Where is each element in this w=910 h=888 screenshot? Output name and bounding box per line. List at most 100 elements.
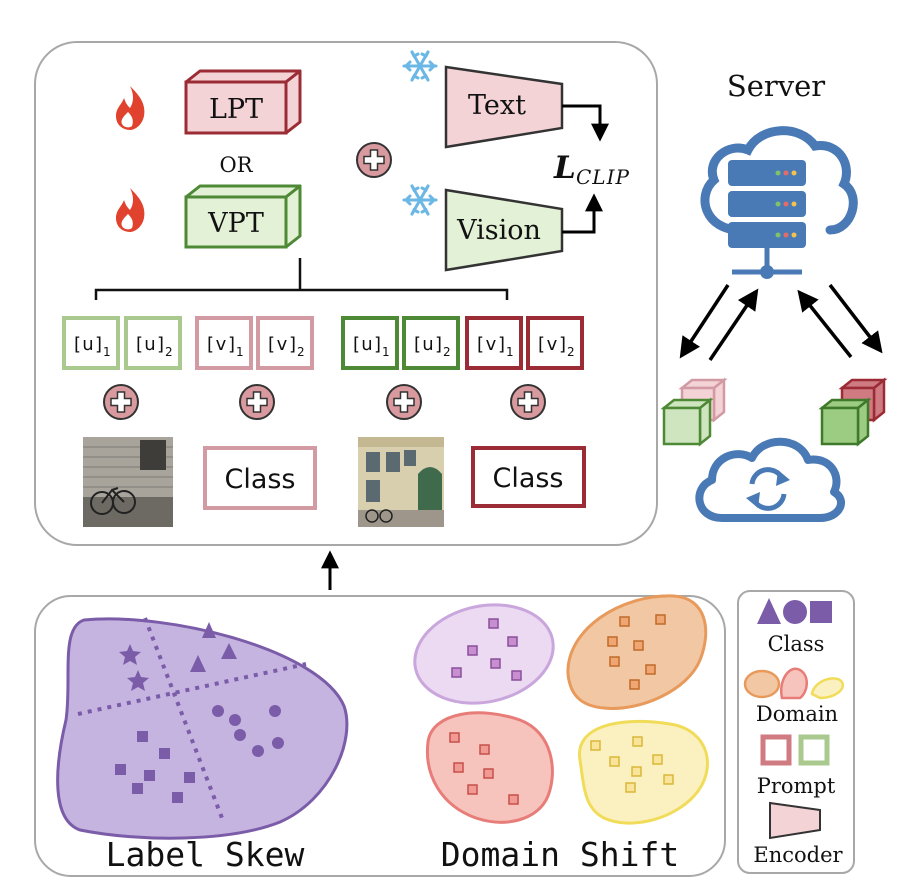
svg-text:u: u — [422, 334, 433, 355]
token-index: 1 — [382, 345, 390, 359]
token-letter: v — [486, 334, 497, 355]
domain-blob-yellow — [578, 719, 709, 825]
prompt-token: v [] 2 — [256, 316, 314, 370]
svg-text:]: ] — [435, 334, 442, 355]
token-index: 2 — [443, 345, 451, 359]
svg-text:]: ] — [559, 334, 566, 355]
svg-text:]: ] — [289, 334, 296, 355]
svg-text:]: ] — [157, 334, 164, 355]
token-index: 1 — [103, 345, 111, 359]
svg-text:[: [ — [477, 334, 484, 355]
legend-domain-label: Domain — [756, 702, 838, 726]
svg-text:u: u — [144, 334, 155, 355]
download-arrow-right — [828, 283, 883, 354]
class-box-left: Class — [203, 446, 317, 510]
prompt-token: v [] 1 — [465, 316, 523, 370]
plus-icon — [239, 384, 275, 420]
lpt-label: LPT — [209, 94, 263, 125]
prompt-token: u [] 2 — [402, 316, 460, 370]
domain-blob-orange — [566, 594, 708, 710]
token-index: 1 — [236, 345, 244, 359]
domain-blob-salmon — [425, 711, 554, 824]
svg-text:]: ] — [228, 334, 235, 355]
token-letter: u — [144, 334, 155, 355]
legend-class-label: Class — [768, 632, 825, 656]
client-prompt-cubes-left — [660, 377, 728, 447]
vision-to-loss-arrow — [562, 193, 603, 234]
client-prompt-cubes-right — [818, 377, 888, 447]
prompt-token: u [] 1 — [341, 316, 399, 370]
lpt-box: LPT — [184, 69, 302, 135]
combine-plus-icon — [356, 142, 392, 178]
token-letter: u — [422, 334, 433, 355]
prompt-token-row: u [] 1 u [] 2 v [] 1 v [] 2 u [] 1 — [62, 316, 584, 370]
server-cloud-icon — [700, 126, 858, 279]
text-encoder-label: Text — [468, 90, 526, 121]
legend-panel — [737, 590, 855, 874]
token-index: 2 — [567, 345, 575, 359]
prompt-token: v [] 1 — [195, 316, 253, 370]
server-title: Server — [727, 69, 825, 103]
domain-shift-caption: Domain Shift — [441, 835, 679, 874]
token-letter: v — [547, 334, 558, 355]
download-arrow-left — [679, 284, 730, 359]
token-letter: u — [361, 334, 372, 355]
class-box-left-label: Class — [224, 464, 295, 495]
prompt-learning-panel — [34, 41, 658, 546]
legend-prompt-shapes — [760, 734, 830, 766]
domain-blob-lilac — [413, 603, 555, 705]
svg-text:v: v — [547, 334, 558, 355]
token-index: 2 — [165, 345, 173, 359]
svg-text:[: [ — [268, 334, 275, 355]
svg-text:v: v — [277, 334, 288, 355]
svg-text:[: [ — [136, 334, 143, 355]
vision-encoder: Vision — [444, 188, 564, 272]
prompt-token: u [] 2 — [124, 316, 182, 370]
legend-domain-shapes — [743, 667, 845, 700]
svg-text:[: [ — [414, 334, 421, 355]
legend-prompt-label: Prompt — [757, 774, 836, 798]
label-skew-blob — [56, 617, 349, 840]
vision-encoder-label: Vision — [456, 215, 541, 246]
svg-text:]: ] — [498, 334, 505, 355]
vpt-label: VPT — [207, 208, 264, 239]
class-box-right: Class — [471, 446, 586, 508]
svg-text:[: [ — [353, 334, 360, 355]
clip-loss-subscript: CLIP — [576, 165, 630, 189]
svg-text:]: ] — [374, 334, 381, 355]
text-to-loss-arrow — [562, 104, 609, 142]
token-letter: v — [277, 334, 288, 355]
sync-cloud-icon — [695, 437, 845, 522]
svg-text:]: ] — [95, 334, 102, 355]
upload-arrow-right — [797, 289, 853, 359]
svg-text:v: v — [486, 334, 497, 355]
plus-icon — [510, 384, 546, 420]
svg-text:[: [ — [207, 334, 214, 355]
legend-class-shapes — [757, 598, 832, 624]
class-box-right-label: Class — [492, 463, 563, 494]
plus-icon — [386, 384, 422, 420]
svg-text:v: v — [216, 334, 227, 355]
bracket — [94, 288, 509, 300]
legend-encoder-label: Encoder — [753, 843, 843, 867]
bicycle-photo — [83, 437, 173, 527]
vpt-box: VPT — [184, 184, 302, 249]
token-index: 1 — [506, 345, 514, 359]
clip-loss-symbol: L — [553, 150, 576, 186]
svg-text:[: [ — [538, 334, 545, 355]
plus-icon — [103, 384, 139, 420]
prompt-token: v [] 2 — [526, 316, 584, 370]
text-encoder: Text — [444, 65, 564, 149]
upload-arrow-left — [708, 288, 759, 361]
svg-text:u: u — [82, 334, 93, 355]
or-label: OR — [219, 153, 253, 177]
legend-encoder-shape — [769, 801, 821, 840]
token-letter: v — [216, 334, 227, 355]
prompt-token: u [] 1 — [62, 316, 120, 370]
building-photo — [358, 437, 444, 527]
label-skew-caption: Label Skew — [106, 835, 305, 874]
svg-text:u: u — [361, 334, 372, 355]
token-index: 2 — [297, 345, 305, 359]
svg-text:[: [ — [74, 334, 81, 355]
